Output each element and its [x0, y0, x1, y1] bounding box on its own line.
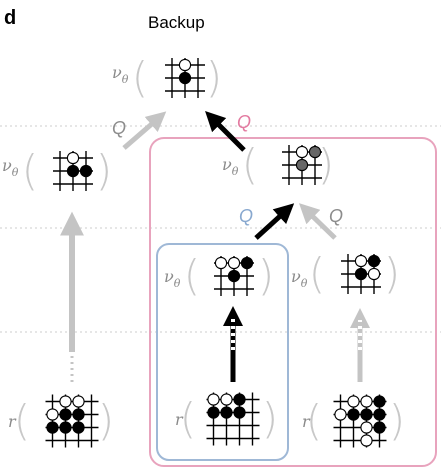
go-board [53, 151, 93, 191]
right-paren: ) [258, 251, 274, 300]
black-stone [66, 164, 80, 178]
arrow-right-to-mid [298, 203, 337, 240]
pink-highlight-box [149, 137, 437, 467]
black-stone [79, 164, 93, 178]
node-label: r() [302, 396, 405, 445]
white-stone [178, 58, 192, 72]
go-board [214, 256, 254, 296]
white-stone [59, 395, 72, 408]
white-stone [214, 256, 228, 270]
black-stone [373, 421, 386, 434]
go-board [45, 394, 99, 448]
black-stone [367, 254, 381, 268]
go-board [165, 58, 205, 98]
white-stone [360, 421, 373, 434]
q-label-left: Q [112, 118, 126, 138]
node-label: r() [175, 394, 278, 443]
black-stone [360, 408, 373, 421]
value-function-label: νθ [2, 156, 19, 179]
white-stone [72, 395, 85, 408]
node-label: νθ() [2, 146, 112, 195]
diagram-title: Backup [148, 13, 205, 32]
white-stone [334, 408, 347, 421]
white-stone [360, 395, 373, 408]
white-stone [207, 393, 220, 406]
black-stone [227, 269, 241, 283]
right-paren: ) [98, 396, 114, 445]
black-stone [178, 71, 192, 85]
rollout-function-label: r [302, 412, 311, 431]
white-stone [360, 434, 373, 447]
arrow-mid-to-top [205, 111, 246, 152]
white-stone [220, 393, 233, 406]
gray-stone [295, 158, 309, 172]
black-stone [72, 408, 85, 421]
backup-arrows [60, 111, 370, 382]
level-separators [0, 125, 441, 333]
rollout-function-label: r [8, 412, 17, 431]
black-stone [240, 256, 254, 270]
black-stone [207, 406, 220, 419]
q-label-right: Q [329, 206, 343, 226]
white-stone [367, 267, 381, 281]
value-function-label: νθ [291, 267, 308, 290]
gray-stone [308, 145, 322, 159]
white-stone [347, 395, 360, 408]
rollout-function-label: r [175, 410, 184, 429]
node-labels: νθ()νθ()νθ()νθ()νθ()r()r()r() [2, 53, 405, 445]
left-paren: ( [184, 251, 200, 300]
go-board [282, 145, 322, 185]
go-boards [45, 58, 387, 448]
right-paren: ) [384, 249, 400, 298]
blue-highlight-box [156, 243, 289, 461]
node-label: νθ() [164, 251, 274, 300]
left-paren: ( [309, 249, 325, 298]
white-stone [46, 408, 59, 421]
go-board [341, 254, 381, 294]
black-stone [347, 408, 360, 421]
black-stone [59, 421, 72, 434]
node-label: νθ() [291, 249, 400, 298]
go-board [206, 392, 260, 446]
black-stone [233, 406, 246, 419]
left-paren: ( [242, 140, 258, 189]
arrow-blue-to-mid [254, 203, 295, 240]
right-paren: ) [96, 146, 112, 195]
value-function-label: νθ [112, 63, 129, 86]
left-paren: ( [180, 394, 196, 443]
arrow-left-to-top [122, 111, 167, 150]
black-stone [46, 421, 59, 434]
go-board [333, 394, 387, 448]
node-label: νθ() [112, 53, 222, 102]
node-label: r() [8, 396, 114, 445]
right-paren: ) [262, 394, 278, 443]
panel-letter: d [4, 7, 16, 29]
black-stone [72, 421, 85, 434]
q-label-blue: Q [239, 206, 253, 226]
white-stone [354, 254, 368, 268]
white-stone [66, 151, 80, 165]
black-stone [373, 408, 386, 421]
black-stone [233, 393, 246, 406]
black-stone [220, 406, 233, 419]
left-paren: ( [22, 146, 38, 195]
black-stone [59, 408, 72, 421]
white-stone [227, 256, 241, 270]
right-paren: ) [389, 396, 405, 445]
left-paren: ( [14, 396, 30, 445]
left-paren: ( [132, 53, 148, 102]
black-stone [354, 267, 368, 281]
value-function-label: νθ [164, 267, 181, 290]
white-stone [295, 145, 309, 159]
left-paren: ( [306, 396, 322, 445]
right-paren: ) [206, 53, 222, 102]
black-stone [373, 395, 386, 408]
value-function-label: νθ [222, 155, 239, 178]
q-label-top: Q [237, 112, 251, 132]
